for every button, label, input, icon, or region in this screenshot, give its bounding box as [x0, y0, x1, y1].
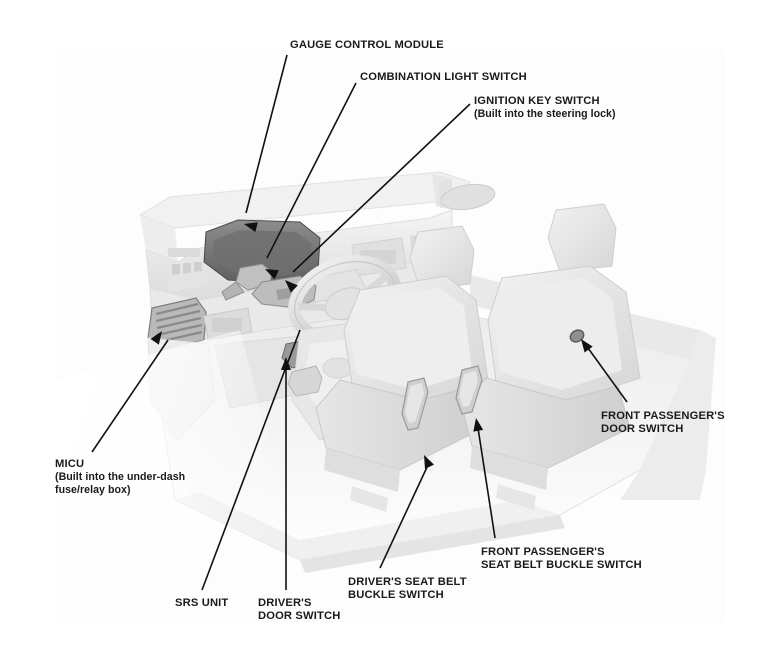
front-passengers-seat-belt-buckle-switch — [455, 365, 483, 415]
leader-line-drivers-seat-belt-buckle-switch — [379, 464, 429, 569]
passenger-seat-base — [470, 446, 548, 490]
callout-label-drivers-seat-belt-buckle-switch: DRIVER'S SEAT BELT BUCKLE SWITCH — [348, 576, 467, 602]
callout-arrowheads — [150, 222, 593, 469]
callout-name-ignition-key-switch: IGNITION KEY SWITCH — [474, 95, 600, 107]
leader-line-ignition-key-switch — [292, 103, 471, 273]
callout-name-drivers-door-switch: DRIVER'S DOOR SWITCH — [258, 597, 341, 623]
cluster-face — [212, 230, 312, 276]
right-quarter-panel — [640, 330, 716, 470]
leader-line-front-passengers-seat-belt-buckle-switch — [477, 427, 496, 539]
callout-label-ignition-key-switch: IGNITION KEY SWITCH(Built into the steer… — [474, 95, 616, 121]
arrowhead-drivers-door-switch — [281, 357, 291, 370]
callout-name-gauge-control-module: GAUGE CONTROL MODULE — [290, 39, 444, 51]
callout-label-combination-light-switch: COMBINATION LIGHT SWITCH — [360, 71, 527, 84]
arrowhead-drivers-seat-belt-buckle-switch — [424, 455, 435, 469]
cutaway-fade — [57, 330, 300, 622]
callout-name-drivers-seat-belt-buckle-switch: DRIVER'S SEAT BELT BUCKLE SWITCH — [348, 576, 467, 602]
dash-vent-left — [168, 248, 200, 257]
callout-note-ignition-key-switch: (Built into the steering lock) — [474, 108, 616, 121]
driver-seat-back-face — [350, 288, 472, 390]
driver-headrest — [409, 225, 475, 291]
callout-label-front-passengers-seat-belt-buckle-switch: FRONT PASSENGER'S SEAT BELT BUCKLE SWITC… — [481, 546, 642, 572]
lower-dash-left — [166, 270, 210, 292]
callout-name-combination-light-switch: COMBINATION LIGHT SWITCH — [360, 71, 527, 83]
driver-seat-base — [324, 448, 400, 492]
callout-name-micu: MICU — [55, 458, 85, 470]
arrowhead-micu — [150, 331, 162, 345]
callout-label-gauge-control-module: GAUGE CONTROL MODULE — [290, 39, 444, 52]
callout-name-srs-unit: SRS UNIT — [175, 597, 229, 609]
right-rocker — [620, 470, 706, 500]
sill-front — [300, 515, 565, 573]
rearview-mirror — [440, 183, 496, 211]
callout-label-micu: MICU(Built into the under-dash fuse/rela… — [55, 458, 185, 498]
arrowhead-gauge-control-module — [244, 222, 258, 232]
passenger-headrest — [547, 203, 617, 273]
callout-name-front-passengers-seat-belt-buckle-switch: FRONT PASSENGER'S SEAT BELT BUCKLE SWITC… — [481, 546, 642, 572]
leader-line-srs-unit — [201, 329, 301, 591]
leader-line-front-passengers-door-switch — [587, 347, 628, 403]
callout-label-drivers-door-switch: DRIVER'S DOOR SWITCH — [258, 597, 340, 623]
callout-name-front-passengers-door-switch: FRONT PASSENGER'S DOOR SWITCH — [601, 410, 725, 436]
callout-note-micu: (Built into the under-dash fuse/relay bo… — [55, 471, 186, 497]
driver-seat-cushion — [315, 379, 481, 471]
dash-switch-bank-left — [172, 262, 202, 275]
arrowhead-combination-light-switch — [265, 269, 279, 280]
passenger-seat-rail — [496, 484, 536, 510]
artwork-group — [57, 171, 716, 622]
passenger-seat-back-face — [494, 278, 622, 390]
drivers-seat-belt-buckle-switch — [401, 377, 429, 431]
under-dash-opening — [212, 318, 242, 332]
front-passengers-door-switch — [569, 329, 585, 343]
leader-line-combination-light-switch — [266, 82, 357, 259]
srs-unit — [287, 365, 323, 397]
light-switch-stalk — [221, 281, 245, 301]
callout-label-front-passengers-door-switch: FRONT PASSENGER'S DOOR SWITCH — [601, 410, 725, 436]
callout-label-srs-unit: SRS UNIT — [175, 597, 228, 610]
arrowhead-front-passengers-door-switch — [581, 339, 593, 353]
arrowhead-ignition-key-switch — [285, 280, 298, 293]
driver-seat-rail — [350, 486, 388, 512]
callout-leader-lines — [91, 54, 628, 591]
leader-line-micu — [91, 339, 169, 453]
leader-line-gauge-control-module — [245, 54, 288, 214]
arrowhead-front-passengers-seat-belt-buckle-switch — [473, 418, 484, 432]
